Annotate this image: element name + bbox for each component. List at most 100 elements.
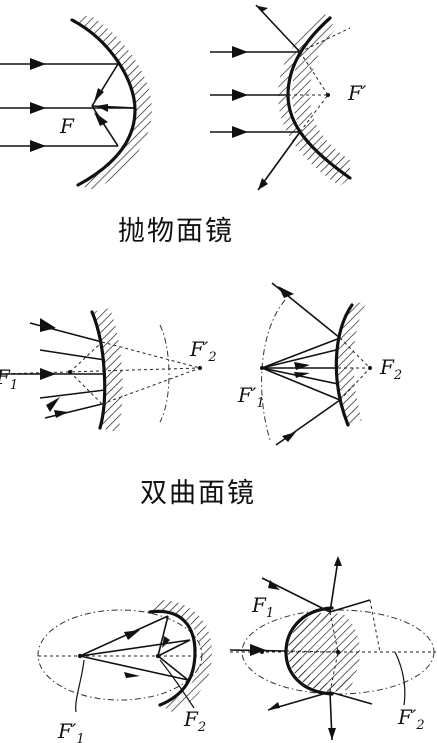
virtual-ray (339, 337, 371, 369)
incident-ray-2 (39, 349, 106, 361)
arrow-head (96, 104, 108, 112)
label-sub: 2 (415, 718, 424, 733)
ray (79, 655, 189, 681)
hatching (278, 12, 350, 186)
arrow-head (40, 368, 56, 380)
arrow-head (258, 6, 268, 12)
arrow-head (94, 112, 108, 126)
label-main: F′ (189, 337, 209, 361)
arrow-head (232, 46, 248, 58)
virtual-ray (339, 367, 371, 401)
label-F1: F′1 (57, 719, 85, 743)
focus-F1 (260, 366, 264, 370)
virtual-ray (285, 650, 339, 653)
focus-center (335, 649, 341, 655)
mirror-curve (90, 310, 107, 430)
label-main: F (0, 365, 11, 389)
label-F2: F2 (183, 707, 206, 735)
label-sub: 2 (207, 350, 216, 365)
ray (157, 655, 189, 681)
arrow-head (294, 362, 310, 370)
label-sub: 1 (76, 732, 84, 743)
mirror-curve (70, 18, 137, 187)
reflected-ray-3 (261, 337, 341, 369)
elliptic-concave-mirror: F′1 F2 (37, 600, 212, 743)
virtual-focus-label: F′ (347, 81, 367, 105)
label-main: F (251, 593, 267, 617)
ellipse-outline (37, 609, 203, 701)
label-sub: 2 (197, 720, 206, 735)
arrow-head (40, 318, 56, 332)
reflected-ray-1 (329, 559, 339, 613)
focus-F2 (368, 366, 372, 370)
label-main: F (379, 355, 395, 379)
label-F2: F2 (379, 355, 402, 383)
label-F1: F′1 (237, 383, 265, 411)
label-main: F′ (397, 705, 417, 729)
ray (329, 599, 371, 613)
arrow-head (162, 636, 170, 648)
label-F1: F1 (0, 365, 18, 393)
hatching (336, 300, 368, 425)
mirror-curve (284, 606, 334, 696)
arrow-head (282, 432, 296, 442)
mirror-curve (334, 303, 354, 427)
hatching (92, 308, 123, 432)
arrow-head (268, 702, 280, 710)
arrow-head (30, 102, 46, 114)
reflected-ray-4 (261, 367, 341, 401)
virtual-ray (329, 651, 339, 693)
incident-ray-3 (39, 389, 106, 399)
arrow-head (30, 58, 46, 70)
arrow-head (294, 372, 310, 378)
label-F1: F1 (251, 593, 274, 621)
virtual-ray-1 (299, 51, 329, 96)
caption-hyperbolic: 双曲面镜 (140, 478, 256, 509)
arrow-head (232, 126, 248, 138)
label-sub: 1 (256, 396, 264, 411)
label-sub: 2 (393, 368, 402, 383)
focus-F2 (155, 653, 161, 659)
arrow-head (46, 397, 60, 412)
hatching (150, 600, 212, 712)
arrow-head (258, 178, 268, 190)
elliptic-convex-mirror: F1 F′2 (229, 556, 436, 741)
mirror-curve (148, 609, 197, 707)
arrow-head (232, 89, 248, 101)
label-sub: 1 (10, 378, 18, 393)
focus-label: F (59, 114, 75, 138)
virtual-ray (329, 611, 339, 653)
ray (157, 639, 191, 657)
arrow-head (94, 88, 104, 102)
arrow-head (334, 556, 342, 566)
incident-ray-4 (44, 403, 103, 419)
ray (157, 615, 169, 657)
arrow-head (124, 630, 140, 640)
virtual-ray (369, 599, 381, 653)
label-sub: 1 (266, 606, 274, 621)
focus-F1 (77, 653, 83, 659)
axis (0, 367, 201, 375)
label-main: F′ (237, 383, 257, 407)
virtual-ray-3 (299, 94, 329, 133)
focus-F2 (198, 366, 202, 370)
virtual-focus-point (326, 93, 330, 97)
arrow-head (328, 728, 336, 740)
reflected-ray-1 (255, 4, 301, 53)
conjugate-branch (261, 299, 286, 441)
caption-parabolic: 抛物面镜 (118, 216, 234, 247)
arrow-head (250, 644, 266, 656)
label-F2: F′2 (397, 705, 425, 733)
arrow-head (30, 140, 46, 152)
focus-F1 (260, 650, 264, 654)
ray (79, 639, 191, 657)
hyperbolic-concave-mirror: F1 F′2 (0, 308, 217, 432)
label-F2: F′2 (189, 337, 217, 365)
reflected-virtual (101, 341, 201, 369)
focus-F1 (68, 370, 72, 374)
ray (79, 615, 169, 657)
conjugate-branch (159, 324, 170, 423)
hyperbolic-convex-mirror: F′1 F2 (237, 282, 402, 446)
leader-line (159, 659, 195, 709)
